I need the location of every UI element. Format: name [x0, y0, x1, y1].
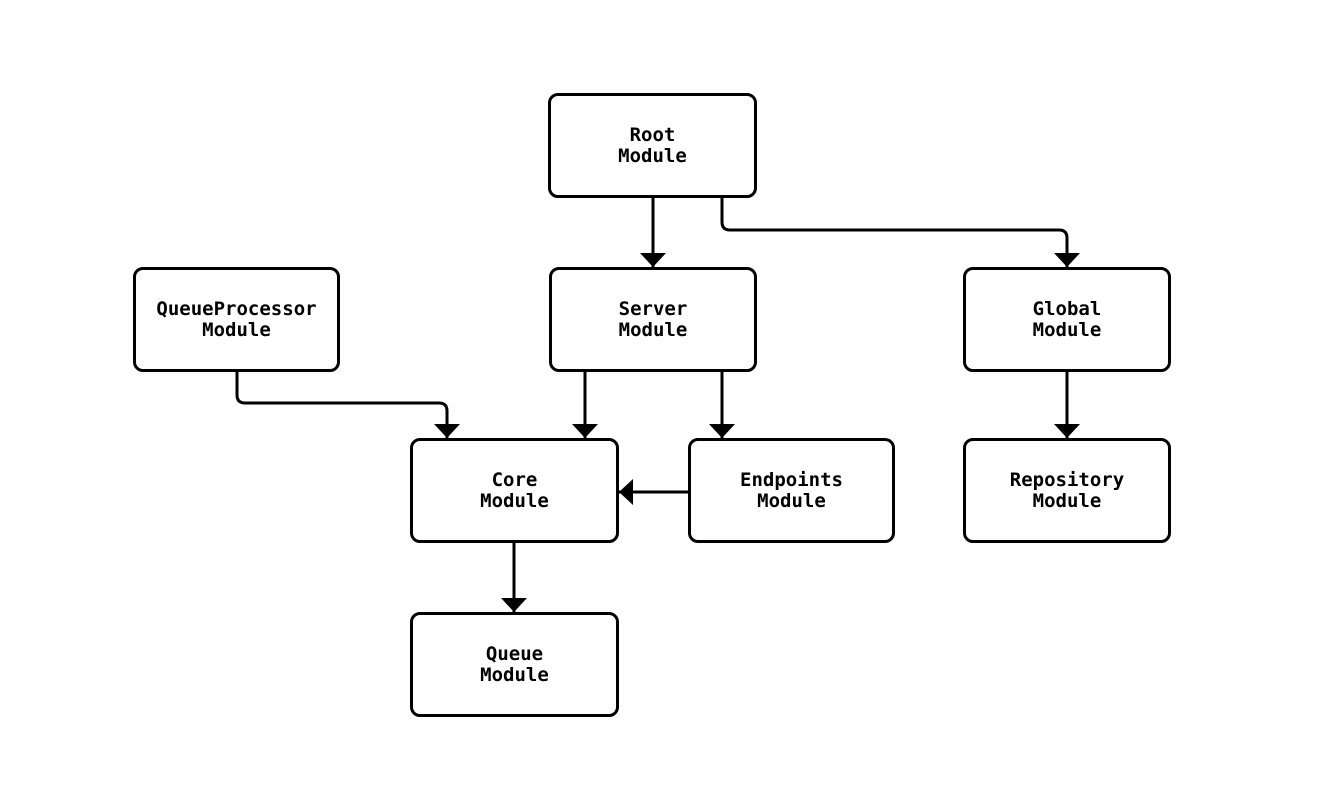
node-label-line: QueueProcessor — [156, 297, 317, 320]
node-label-line: Module — [480, 663, 549, 686]
node-label-line: Repository — [1009, 468, 1125, 491]
node-server-module: Server Module — [549, 267, 757, 372]
node-repository-module: Repository Module — [963, 438, 1171, 543]
node-label-line: Module — [480, 489, 549, 512]
node-label-line: Root — [629, 123, 676, 146]
node-label-line: Module — [1032, 489, 1102, 512]
node-label-line: Queue — [485, 642, 544, 665]
node-label-line: Core — [491, 468, 538, 491]
node-queue-module: Queue Module — [410, 612, 619, 717]
node-label-line: Module — [202, 318, 271, 341]
node-label-line: Module — [618, 144, 687, 167]
edge-root-to-global — [720, 198, 1080, 267]
node-core-module: Core Module — [410, 438, 619, 543]
node-label-line: Server — [618, 297, 688, 320]
node-label-line: Module — [757, 489, 826, 512]
edge-queueprocessor-to-core — [235, 372, 460, 438]
node-global-module: Global Module — [963, 267, 1171, 372]
node-endpoints-module: Endpoints Module — [688, 438, 895, 543]
node-label-line: Endpoints — [740, 468, 843, 491]
node-label-line: Module — [1032, 318, 1102, 341]
node-queueprocessor-module: QueueProcessor Module — [133, 267, 340, 372]
node-label-line: Module — [618, 318, 688, 341]
node-root-module: Root Module — [548, 93, 757, 198]
node-label-line: Global — [1032, 297, 1102, 320]
